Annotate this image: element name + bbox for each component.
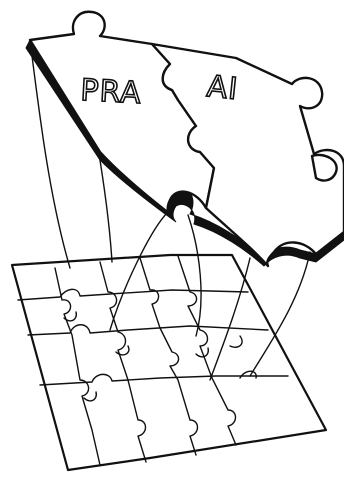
piece-label-right: AI <box>205 69 240 107</box>
piece-label-left: PRA <box>80 73 143 111</box>
puzzle-board <box>12 255 326 470</box>
floating-pieces: PRA AI <box>26 12 344 266</box>
